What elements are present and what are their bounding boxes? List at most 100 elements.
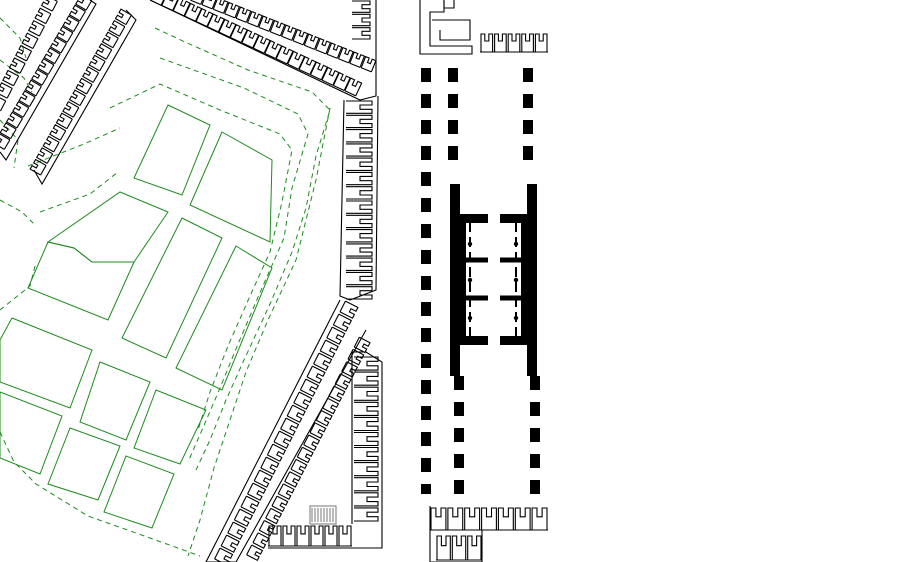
hedge-line	[154, 27, 331, 471]
unit-cell	[15, 44, 32, 62]
hedge-line	[39, 171, 119, 213]
unit-cell	[27, 19, 45, 37]
unit-cell-edge	[47, 64, 55, 75]
unit-cell-edge	[66, 118, 73, 129]
diagonal-terrace-unit	[286, 404, 306, 423]
unit-cell	[275, 45, 294, 65]
diagonal-terrace-unit	[339, 300, 359, 319]
vertical-terrace-unit	[346, 100, 373, 114]
unit-cell-edge	[299, 378, 307, 391]
courtyard-unit	[354, 356, 379, 371]
unit-cell	[201, 0, 218, 10]
courtyard-bottom-unit	[268, 525, 282, 546]
unit-cell-edge	[310, 74, 322, 81]
bottom-row-unit	[497, 507, 514, 530]
planting-parcel	[121, 217, 223, 359]
terrace-unit	[195, 8, 214, 28]
terrace-unit	[281, 24, 297, 41]
wall-segment	[421, 68, 431, 82]
wall-segment	[523, 120, 533, 134]
row-house-unit	[114, 8, 132, 26]
planting-parcel	[47, 427, 121, 501]
terrace-unit	[292, 28, 309, 46]
courtyard-unit	[354, 416, 379, 432]
diagonal-terrace-unit	[328, 385, 346, 403]
wall-segment	[523, 68, 533, 82]
column-dot	[467, 277, 473, 283]
unit-cell	[286, 404, 306, 423]
unit-cell-edge	[258, 520, 265, 531]
courtyard-unit	[354, 492, 379, 507]
wall-solid	[450, 184, 460, 376]
unit-cell-edge	[59, 130, 67, 141]
wall-segment	[523, 94, 533, 108]
corner-block	[443, 0, 455, 9]
unit-cell-edge	[253, 47, 265, 54]
diagonal-terrace-unit	[227, 521, 247, 540]
hedge-line	[0, 431, 201, 557]
unit-cell-edge	[269, 31, 281, 37]
vertical-terrace-unit	[346, 143, 373, 157]
courtyard-boundary	[268, 351, 383, 549]
row-house-unit	[29, 158, 47, 176]
unit-cell-edge	[306, 365, 313, 378]
unit-cell-edge	[72, 107, 80, 118]
bottom-row-unit	[464, 507, 481, 530]
row-house-unit	[68, 89, 86, 107]
unit-cell-edge	[341, 361, 348, 372]
planting-parcel	[103, 455, 175, 529]
unit-cell	[0, 82, 13, 99]
row-house-unit	[56, 25, 74, 43]
unit-cell-edge	[35, 86, 42, 97]
row-house-unit	[108, 19, 126, 37]
hedge-line	[0, 199, 37, 227]
unit-cell	[337, 46, 354, 64]
unit-cell	[195, 8, 214, 27]
unit-cell-edge	[326, 326, 333, 339]
unit-cell	[335, 373, 352, 390]
row-house-unit	[2, 69, 20, 87]
vertical-terrace-unit	[346, 257, 373, 271]
bottom-row-unit	[436, 535, 451, 560]
unit-cell-edge	[22, 107, 30, 118]
planting-parcel	[133, 104, 211, 196]
unit-cell	[344, 77, 363, 97]
unit-cell	[315, 37, 332, 55]
unit-cell-edge	[190, 0, 202, 5]
unit-cell-edge	[275, 58, 288, 65]
unit-cell-edge	[40, 165, 47, 176]
cross-beam	[460, 257, 488, 263]
unit-cell	[321, 66, 340, 86]
unit-cell-edge	[286, 404, 294, 417]
diagonal-terrace-unit	[277, 483, 295, 500]
diagonal-terrace-unit	[284, 471, 302, 488]
unit-cell-edge	[265, 508, 272, 519]
courtyard-bottom-unit	[282, 525, 296, 546]
unit-cell	[319, 339, 339, 358]
row-house-unit	[8, 57, 26, 74]
unit-cell	[5, 111, 23, 129]
wall-segment	[454, 454, 464, 468]
terrace-unit	[190, 0, 206, 5]
unit-cell	[246, 10, 263, 28]
unit-cell-edge	[224, 13, 236, 19]
top-row-unit	[534, 33, 548, 52]
terrace-unit	[326, 42, 343, 59]
unit-cell	[0, 122, 17, 140]
unit-cell-edge	[6, 88, 13, 99]
diagonal-terrace-unit	[313, 352, 333, 371]
unit-cell	[328, 385, 346, 403]
row-house-unit	[75, 0, 93, 11]
unit-cell-edge	[298, 68, 311, 76]
diagonal-terrace-unit	[280, 417, 300, 436]
diagonal-terrace-unit	[296, 446, 314, 464]
bottom-row-unit	[531, 507, 548, 530]
column-dot	[513, 315, 519, 321]
unit-cell	[49, 124, 66, 141]
unit-cell	[101, 31, 119, 49]
wall-cap	[500, 214, 530, 223]
wall-segment	[530, 454, 540, 468]
unit-cell-edge	[29, 96, 36, 107]
unit-cell	[224, 1, 241, 19]
terrace-unit	[206, 13, 225, 33]
